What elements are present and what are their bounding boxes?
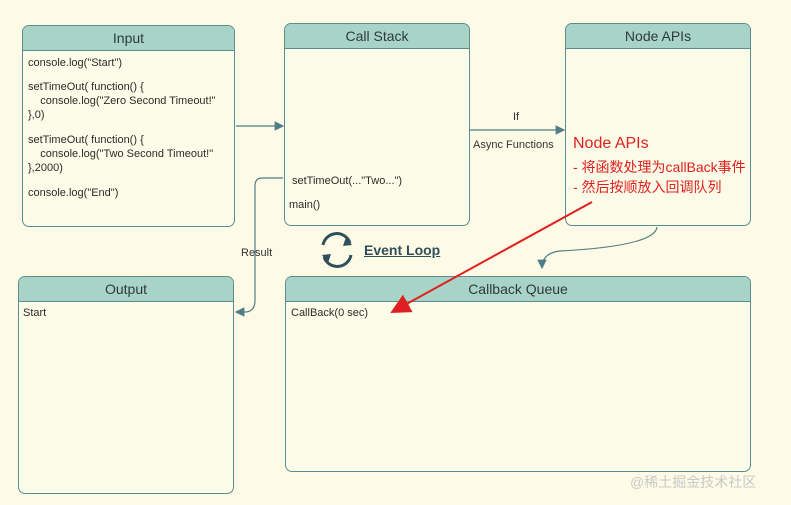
- call-stack-title: Call Stack: [285, 24, 469, 49]
- call-stack-item-settimeout: setTimeOut(..."Two..."): [292, 175, 403, 187]
- input-line-9: },2000): [28, 162, 63, 174]
- event-loop-icon: [321, 232, 353, 268]
- callback-queue-title: Callback Queue: [286, 277, 750, 302]
- input-line-11: console.log("End"): [28, 187, 119, 199]
- annotation-line-1: - 将函数处理为callBack事件: [573, 159, 746, 175]
- input-line-8: console.log("Two Second Timeout!": [28, 148, 214, 160]
- input-panel: Input console.log("Start") setTimeOut( f…: [22, 25, 235, 227]
- event-loop-label: Event Loop: [364, 242, 441, 258]
- callback-queue-panel: Callback Queue CallBack(0 sec): [285, 276, 751, 472]
- call-stack-panel: Call Stack setTimeOut(..."Two...") main(…: [284, 23, 470, 226]
- label-async-functions: Async Functions: [473, 139, 554, 151]
- input-panel-title: Input: [23, 26, 234, 51]
- input-line-7: setTimeOut( function() {: [28, 134, 144, 146]
- arrow-result-to-output: [234, 177, 283, 317]
- annotation-line-2: - 然后按顺放入回调队列: [573, 179, 722, 195]
- call-stack-item-main: main(): [289, 199, 321, 211]
- input-line-3: setTimeOut( function() {: [28, 81, 144, 93]
- input-line-5: },0): [28, 109, 45, 121]
- node-apis-title: Node APIs: [566, 24, 750, 49]
- output-title: Output: [19, 277, 233, 302]
- annotation-arrow: [390, 201, 593, 313]
- node-apis-panel: Node APIs: [565, 23, 751, 226]
- label-result: Result: [241, 247, 273, 259]
- label-if: If: [513, 111, 520, 123]
- annotation-title: Node APIs: [573, 135, 649, 152]
- output-panel: Output Start: [18, 276, 234, 494]
- input-line-1: console.log("Start"): [28, 57, 123, 69]
- arrow-nodeapis-to-queue: [537, 226, 658, 270]
- input-line-4: console.log("Zero Second Timeout!": [28, 95, 216, 107]
- callback-queue-item: CallBack(0 sec): [291, 307, 369, 319]
- output-line-start: Start: [23, 307, 47, 319]
- watermark: @稀土掘金技术社区: [630, 474, 757, 490]
